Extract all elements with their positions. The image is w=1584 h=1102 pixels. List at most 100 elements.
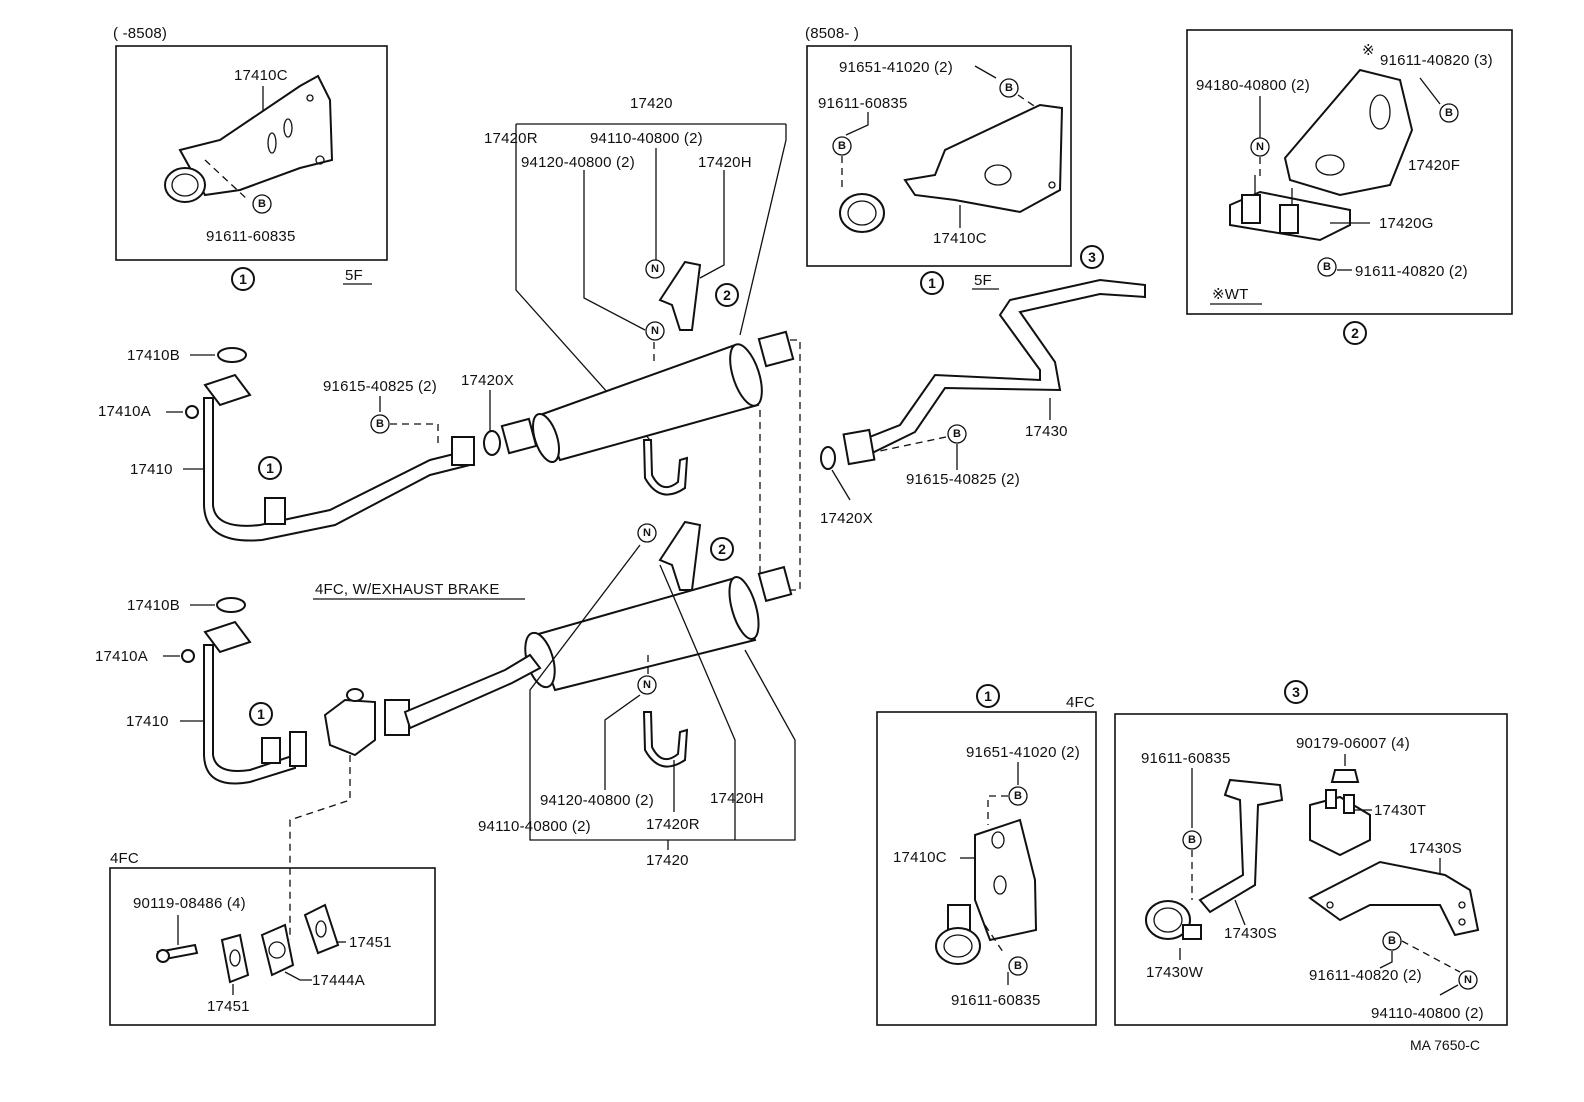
nut-drawing	[185, 405, 199, 419]
flange	[289, 731, 307, 767]
inset-frame	[109, 867, 436, 1026]
part-label-17410: 17410	[126, 713, 169, 730]
brake-body-drawing	[260, 923, 295, 977]
part-label-91611-60835: 91611-60835	[818, 95, 908, 112]
callout-circle	[258, 456, 282, 480]
bracket-hole	[1369, 94, 1391, 130]
nut-drawing	[1330, 769, 1360, 783]
callout-circle	[715, 283, 739, 307]
engine-label: 5F	[974, 272, 992, 289]
nut-drawing	[181, 649, 195, 663]
bolt-marker-B: B	[1014, 960, 1022, 972]
bracket-hole	[984, 164, 1012, 186]
marker-circle	[1317, 257, 1337, 277]
nut-marker-N: N	[1464, 974, 1472, 986]
part-label-17430T: 17430T	[1374, 802, 1426, 819]
lower-exhaust-assembly: 4FC, W/EXHAUST BRAKE N 2 N 94120-40800 (…	[95, 520, 796, 940]
bolt-marker-B: B	[1445, 107, 1453, 119]
callout-circle	[976, 684, 1000, 708]
inset-range-label: ( -8508)	[113, 25, 167, 42]
part-label-17420R: 17420R	[484, 130, 538, 147]
pipe-clamp	[264, 497, 286, 525]
callout-number: 3	[1088, 249, 1096, 265]
drawing-code: MA 7650-C	[1410, 1037, 1480, 1053]
part-label-17451: 17451	[207, 998, 250, 1015]
tail-flange	[842, 428, 876, 466]
callout-circle	[920, 271, 944, 295]
part-label-90119-08486: 90119-08486 (4)	[133, 895, 246, 912]
muffler-end	[728, 576, 760, 640]
stud	[1343, 794, 1355, 814]
bracket-hole	[1048, 181, 1056, 189]
gasket-drawing	[303, 903, 340, 955]
marker-circle	[1382, 931, 1402, 951]
bolt-marker-B: B	[838, 140, 846, 152]
leader-line	[583, 170, 646, 331]
bottom-right-inset: 3 91611-60835 B 90179-06007 (4) 17430T 1…	[1114, 680, 1508, 1026]
leader-line	[1439, 984, 1459, 996]
bolt-marker-B: B	[1005, 82, 1013, 94]
part-label-17410C: 17410C	[234, 67, 288, 84]
pipe-clamp	[261, 737, 281, 764]
bolt-marker-B: B	[1323, 261, 1331, 273]
bracket-hole	[306, 94, 314, 102]
bolt-marker-B: B	[953, 428, 961, 440]
pipe-clamp-drawing	[935, 927, 981, 965]
part-label-17420: 17420	[630, 95, 673, 112]
callout-circle	[710, 537, 734, 561]
part-label-91611-60835: 91611-60835	[951, 992, 1041, 1009]
dash-leader	[390, 423, 439, 445]
bracket-hole	[993, 875, 1007, 895]
front-pipe-drawing	[203, 644, 296, 785]
marker-circle	[1250, 137, 1270, 157]
dash-leader	[874, 436, 947, 453]
muffler-end	[729, 343, 763, 407]
tail-pipe-drawing	[860, 278, 1146, 457]
rubber-mount-drawing	[1309, 795, 1371, 857]
marker-circle	[1008, 956, 1028, 976]
note-wt: ※WT	[1212, 286, 1249, 303]
callout-circle	[231, 267, 255, 291]
mount-block	[1279, 204, 1299, 234]
clamp-inner	[1153, 907, 1183, 933]
leader-line	[1379, 951, 1393, 969]
leader-line	[1419, 77, 1441, 105]
part-label-91651-41020: 91651-41020 (2)	[839, 59, 953, 76]
part-label-17410B: 17410B	[127, 597, 180, 614]
bottom-left-inset: 4FC 90119-08486 (4) 17451 17444A 17451	[109, 850, 436, 1026]
callout-number: 1	[239, 271, 247, 287]
inset-range-label: (8508- )	[805, 25, 859, 42]
part-label-17430: 17430	[1025, 423, 1068, 440]
leader-line	[831, 469, 851, 501]
gasket-drawing	[820, 446, 836, 470]
nut-marker-N: N	[643, 679, 651, 691]
dash-leader	[289, 755, 351, 940]
pipe-flange-drawing	[203, 373, 252, 407]
exhaust-bracket-drawing	[903, 103, 1064, 214]
bracket-hole	[1458, 918, 1466, 926]
inlet-flange-drawing	[500, 417, 538, 455]
bracket-hole	[1315, 154, 1345, 176]
callout-circle	[1080, 245, 1104, 269]
tail-flange-drawing	[757, 330, 795, 368]
part-label-94120-40800: 94120-40800 (2)	[521, 154, 635, 171]
bolt-marker-B: B	[1014, 790, 1022, 802]
part-label-91611-40820: 91611-40820 (2)	[1309, 967, 1422, 984]
part-label-17430S: 17430S	[1409, 840, 1462, 857]
marker-circle	[645, 321, 665, 341]
marker-circle	[832, 136, 852, 156]
callout-number: 1	[984, 688, 992, 704]
part-label-94110-40800: 94110-40800 (2)	[590, 130, 703, 147]
dash-leader	[984, 924, 1006, 956]
engine-label: 4FC	[110, 850, 139, 867]
gasket-drawing	[483, 430, 501, 456]
part-label-90179-06007: 90179-06007 (4)	[1296, 735, 1410, 752]
part-label-17410: 17410	[130, 461, 173, 478]
gasket-hole	[229, 949, 241, 967]
part-label-17410B: 17410B	[127, 347, 180, 364]
upper-exhaust-assembly: 17420 17420R 94110-40800 (2) 94120-40800…	[98, 95, 1146, 591]
muffler-body-drawing	[533, 576, 757, 692]
gasket-drawing	[220, 933, 250, 984]
inset-frame	[115, 45, 388, 261]
leader-line	[845, 112, 869, 136]
